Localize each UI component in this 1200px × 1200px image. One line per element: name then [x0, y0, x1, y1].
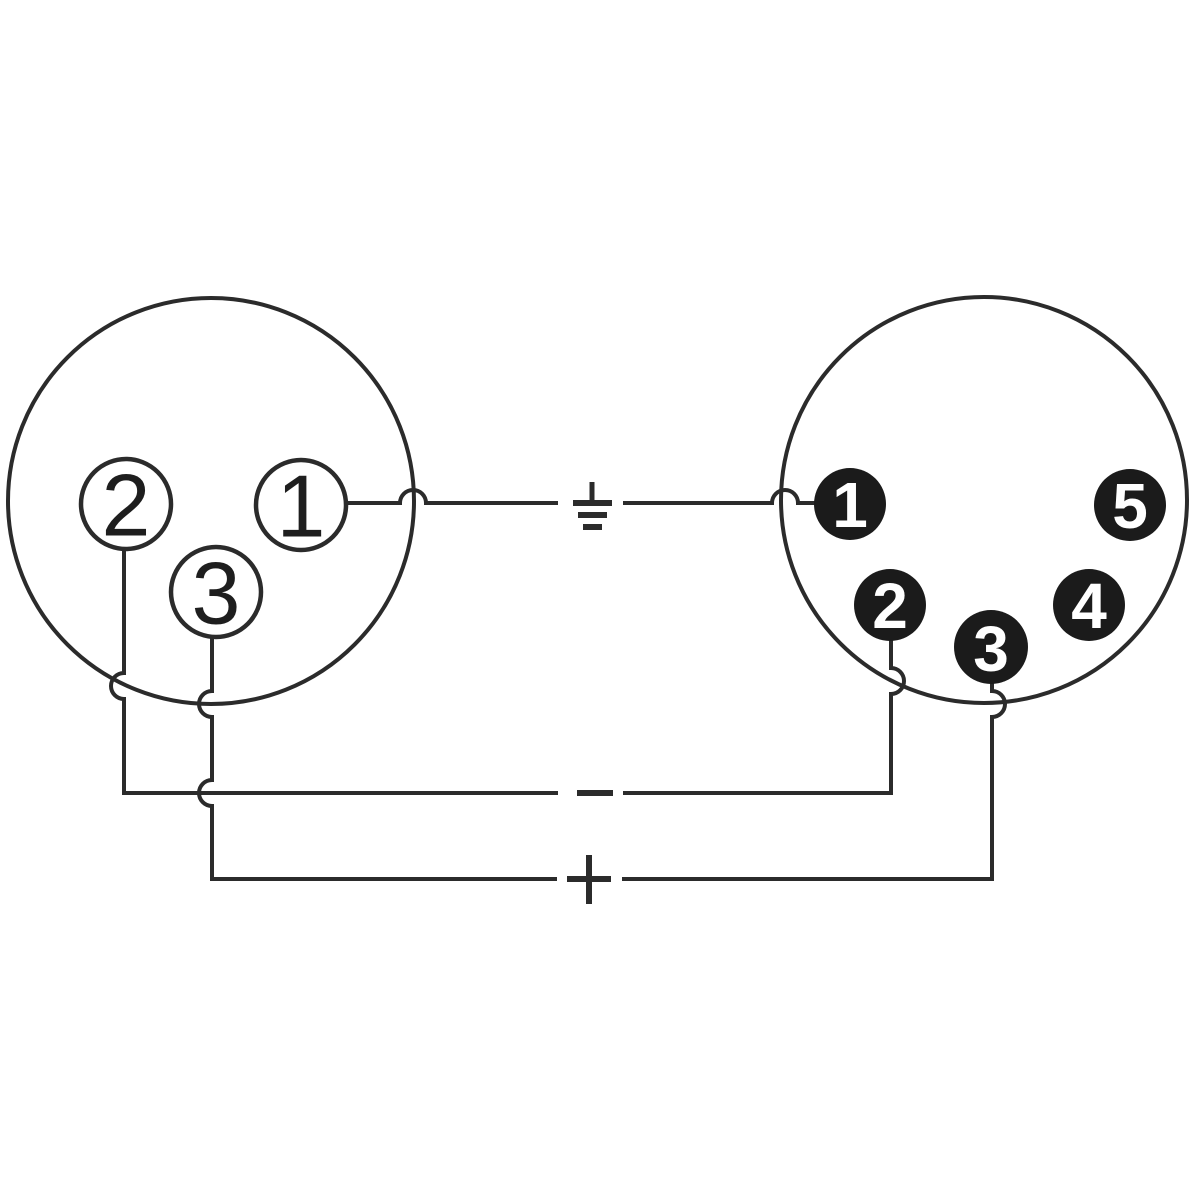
din-pin-4 — [1053, 569, 1125, 641]
negative-wire-left — [109, 549, 558, 795]
ground-symbol — [573, 482, 612, 530]
din-pin-2 — [854, 569, 926, 641]
positive-wire-right — [622, 683, 1007, 881]
ground-wire-right — [623, 488, 815, 505]
din-connector-shell — [779, 295, 1189, 705]
xlr-pins — [78, 456, 349, 640]
din-pin-3-label: 3 — [973, 613, 1009, 685]
xlr-pin-labels: 1 2 3 — [102, 456, 326, 643]
positive-wire-left — [197, 637, 557, 881]
din-pin-2-label: 2 — [872, 570, 908, 642]
xlr-pin-2-label: 2 — [102, 456, 151, 555]
din-pin-4-label: 4 — [1071, 570, 1107, 642]
din-pin-1 — [814, 468, 886, 540]
din-pin-3 — [954, 610, 1028, 684]
din-pin-1-label: 1 — [832, 469, 868, 541]
xlr-pin-2 — [78, 456, 174, 552]
xlr-pin-1-label: 1 — [277, 457, 326, 556]
xlr-pin-3 — [168, 544, 264, 640]
ground-wire-left — [346, 488, 558, 505]
xlr-pin-3-label: 3 — [192, 544, 241, 643]
plus-symbol — [567, 855, 611, 904]
xlr-connector-shell — [6, 296, 416, 706]
xlr-pin-1 — [253, 457, 349, 553]
din-pin-labels: 1 2 3 4 5 — [832, 469, 1148, 685]
din-pins — [814, 468, 1166, 684]
din-pin-5-label: 5 — [1112, 470, 1148, 542]
linework — [6, 295, 1189, 904]
negative-wire-right — [623, 640, 906, 795]
din-pin-5 — [1094, 469, 1166, 541]
